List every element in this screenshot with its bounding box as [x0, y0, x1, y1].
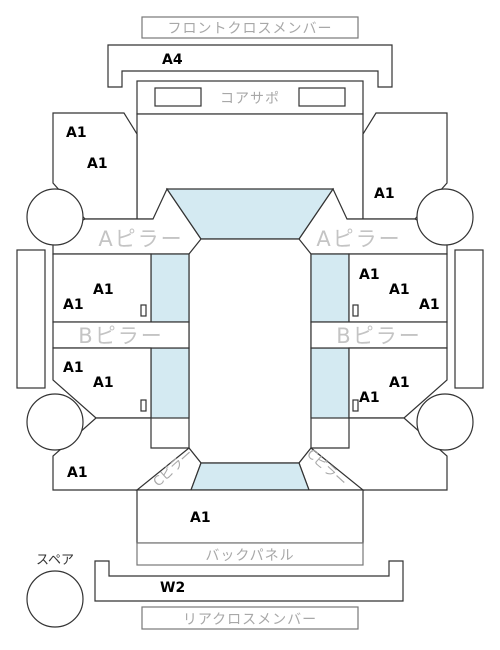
- right-front-door-code-1: A1: [359, 267, 380, 283]
- core-support-slot-left: [154, 87, 202, 107]
- right-rear-glass: [310, 347, 350, 419]
- left-front-glass: [150, 253, 190, 323]
- rear-cross-member-label: リアクロスメンバー: [183, 612, 317, 628]
- right-rear-door-code-2: A1: [359, 390, 380, 406]
- front-cross-member-label: フロントクロスメンバー: [168, 21, 333, 37]
- spare-label: スペア: [36, 553, 74, 568]
- left-rear-door-handle: [140, 399, 147, 412]
- left-front-door-code-2: A1: [63, 297, 84, 313]
- back-panel-label: バックパネル: [205, 548, 294, 564]
- left-rear-door-code-1: A1: [63, 360, 84, 376]
- rear-cross-member-box: [141, 606, 359, 630]
- wheel-front-left: [26, 188, 84, 246]
- roof-panel: [188, 238, 312, 464]
- right-front-door-handle: [352, 304, 359, 317]
- right-front-glass: [310, 253, 350, 323]
- left-rocker-panel: [16, 249, 46, 389]
- right-rear-door-code-1: A1: [389, 375, 410, 391]
- right-rear-door: [348, 347, 448, 419]
- right-front-door: [348, 253, 448, 323]
- right-front-door-code-2: A1: [389, 282, 410, 298]
- a-pillar-left-label: Aピラー: [98, 227, 183, 251]
- right-rocker-panel: [454, 249, 484, 389]
- a-pillar-right-label: Aピラー: [316, 227, 401, 251]
- core-support-label: コアサポ: [220, 91, 280, 107]
- left-front-door-code-1: A1: [93, 282, 114, 298]
- right-rear-door-handle: [352, 399, 359, 412]
- wheel-rear-right: [416, 393, 474, 451]
- wheel-rear-left: [26, 393, 84, 451]
- left-rear-door-code-2: A1: [93, 375, 114, 391]
- trunk-lid: [136, 489, 364, 544]
- rear-glass: [190, 462, 310, 491]
- left-rear-quarter-code: A1: [67, 465, 88, 481]
- rear-bracket-w2: [94, 560, 404, 602]
- front-cross-code: A4: [162, 52, 183, 68]
- b-pillar-right-band: [310, 321, 448, 349]
- trunk-code: A1: [190, 510, 211, 526]
- front-left-code-2: A1: [87, 156, 108, 172]
- front-right-code: A1: [374, 186, 395, 202]
- left-front-door-handle: [140, 304, 147, 317]
- back-panel: [136, 542, 364, 566]
- rear-cross-code: W2: [160, 580, 185, 596]
- right-front-door-code-3: A1: [419, 297, 440, 313]
- b-pillar-right-label: Bピラー: [336, 324, 421, 348]
- spare-tire: [26, 570, 84, 628]
- left-rear-glass: [150, 347, 190, 419]
- core-support-slot-right: [298, 87, 346, 107]
- wheel-front-right: [416, 188, 474, 246]
- front-left-code-1: A1: [66, 125, 87, 141]
- b-pillar-left-label: Bピラー: [78, 324, 163, 348]
- front-bracket-a4: [107, 44, 393, 88]
- front-cross-member-box: [141, 16, 359, 39]
